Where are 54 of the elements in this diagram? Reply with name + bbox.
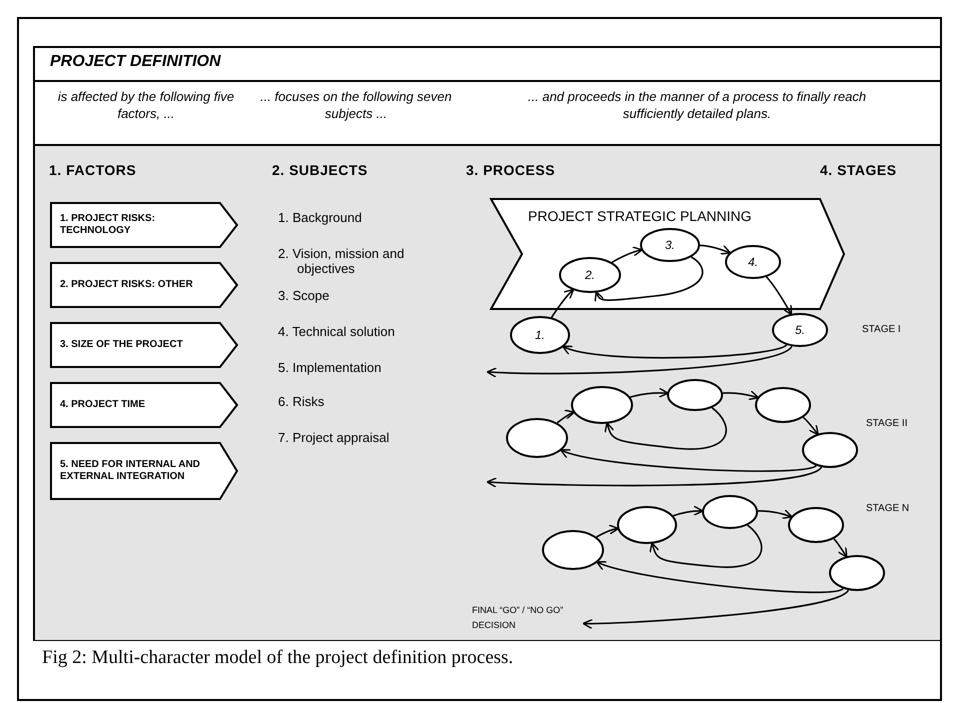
subject-item: 5. Implementation xyxy=(278,360,382,375)
arrow xyxy=(560,448,816,472)
header-text: ... focuses on the following seven subjects ... xyxy=(260,88,452,122)
column-heading: 1. FACTORS xyxy=(49,162,136,178)
arrow xyxy=(673,506,704,517)
factor-label: 3. SIZE OF THE PROJECT xyxy=(60,339,184,351)
arrow xyxy=(596,560,844,593)
arrow xyxy=(802,416,819,436)
factor-label: 5. NEED FOR INTERNAL AND EXTERNAL INTEGRATION xyxy=(60,459,202,483)
factor-label: 1. PROJECT RISKS: TECHNOLOGY xyxy=(60,213,156,237)
step-number: 3. xyxy=(664,238,676,252)
arrow xyxy=(556,410,576,424)
arrow xyxy=(612,246,643,263)
process-label: PROJECT STRATEGIC PLANNING xyxy=(528,208,752,224)
factor-label: 4. PROJECT TIME xyxy=(60,399,146,411)
arrow xyxy=(630,388,669,398)
arrow xyxy=(582,589,849,629)
factor-label: 2. PROJECT RISKS: OTHER xyxy=(60,279,194,291)
column-panel xyxy=(452,146,940,640)
step-number: 5. xyxy=(794,323,806,337)
step-number: 1. xyxy=(534,328,546,342)
arrow xyxy=(833,538,848,558)
header-text: ... and proceeds in the manner of a process to finally reach sufficiently detailed plans. xyxy=(526,88,868,122)
column-heading: 4. STAGES xyxy=(820,162,898,178)
arrow xyxy=(766,276,792,316)
decision-text: FINAL “GO” / “NO GO” DECISION xyxy=(472,603,584,637)
column-heading: 3. PROCESS xyxy=(466,162,556,178)
title-text: PROJECT DEFINITION xyxy=(50,53,221,71)
stage-label: STAGE II xyxy=(866,418,908,429)
arrow xyxy=(596,524,620,538)
subject-item: 1. Background xyxy=(278,210,363,225)
stage-label: STAGE I xyxy=(862,324,902,335)
header-text: is affected by the following five factors, ... xyxy=(56,88,236,122)
stage-label: STAGE N xyxy=(866,503,910,514)
subject-item: 3. Scope xyxy=(278,288,330,303)
arrow xyxy=(594,256,704,302)
subject-item: 2. Vision, mission and objectives xyxy=(278,246,406,276)
arrow xyxy=(758,509,793,520)
step-number: 2. xyxy=(584,268,596,282)
step-number: 4. xyxy=(746,255,759,269)
arrow xyxy=(550,288,574,318)
arrow xyxy=(562,344,788,359)
arrow xyxy=(486,466,822,488)
subject-item: 4. Technical solution xyxy=(278,324,396,339)
subject-item: 7. Project appraisal xyxy=(278,430,390,445)
figure-caption: Fig 2: Multi-character model of the project definition process. xyxy=(42,647,514,669)
arrow xyxy=(700,244,732,255)
column-panel xyxy=(35,146,258,640)
column-heading: 2. SUBJECTS xyxy=(272,162,368,178)
arrow xyxy=(722,390,760,400)
arrow xyxy=(604,407,727,450)
subject-item: 6. Risks xyxy=(278,394,326,409)
arrow xyxy=(486,346,792,378)
arrow xyxy=(649,524,762,568)
